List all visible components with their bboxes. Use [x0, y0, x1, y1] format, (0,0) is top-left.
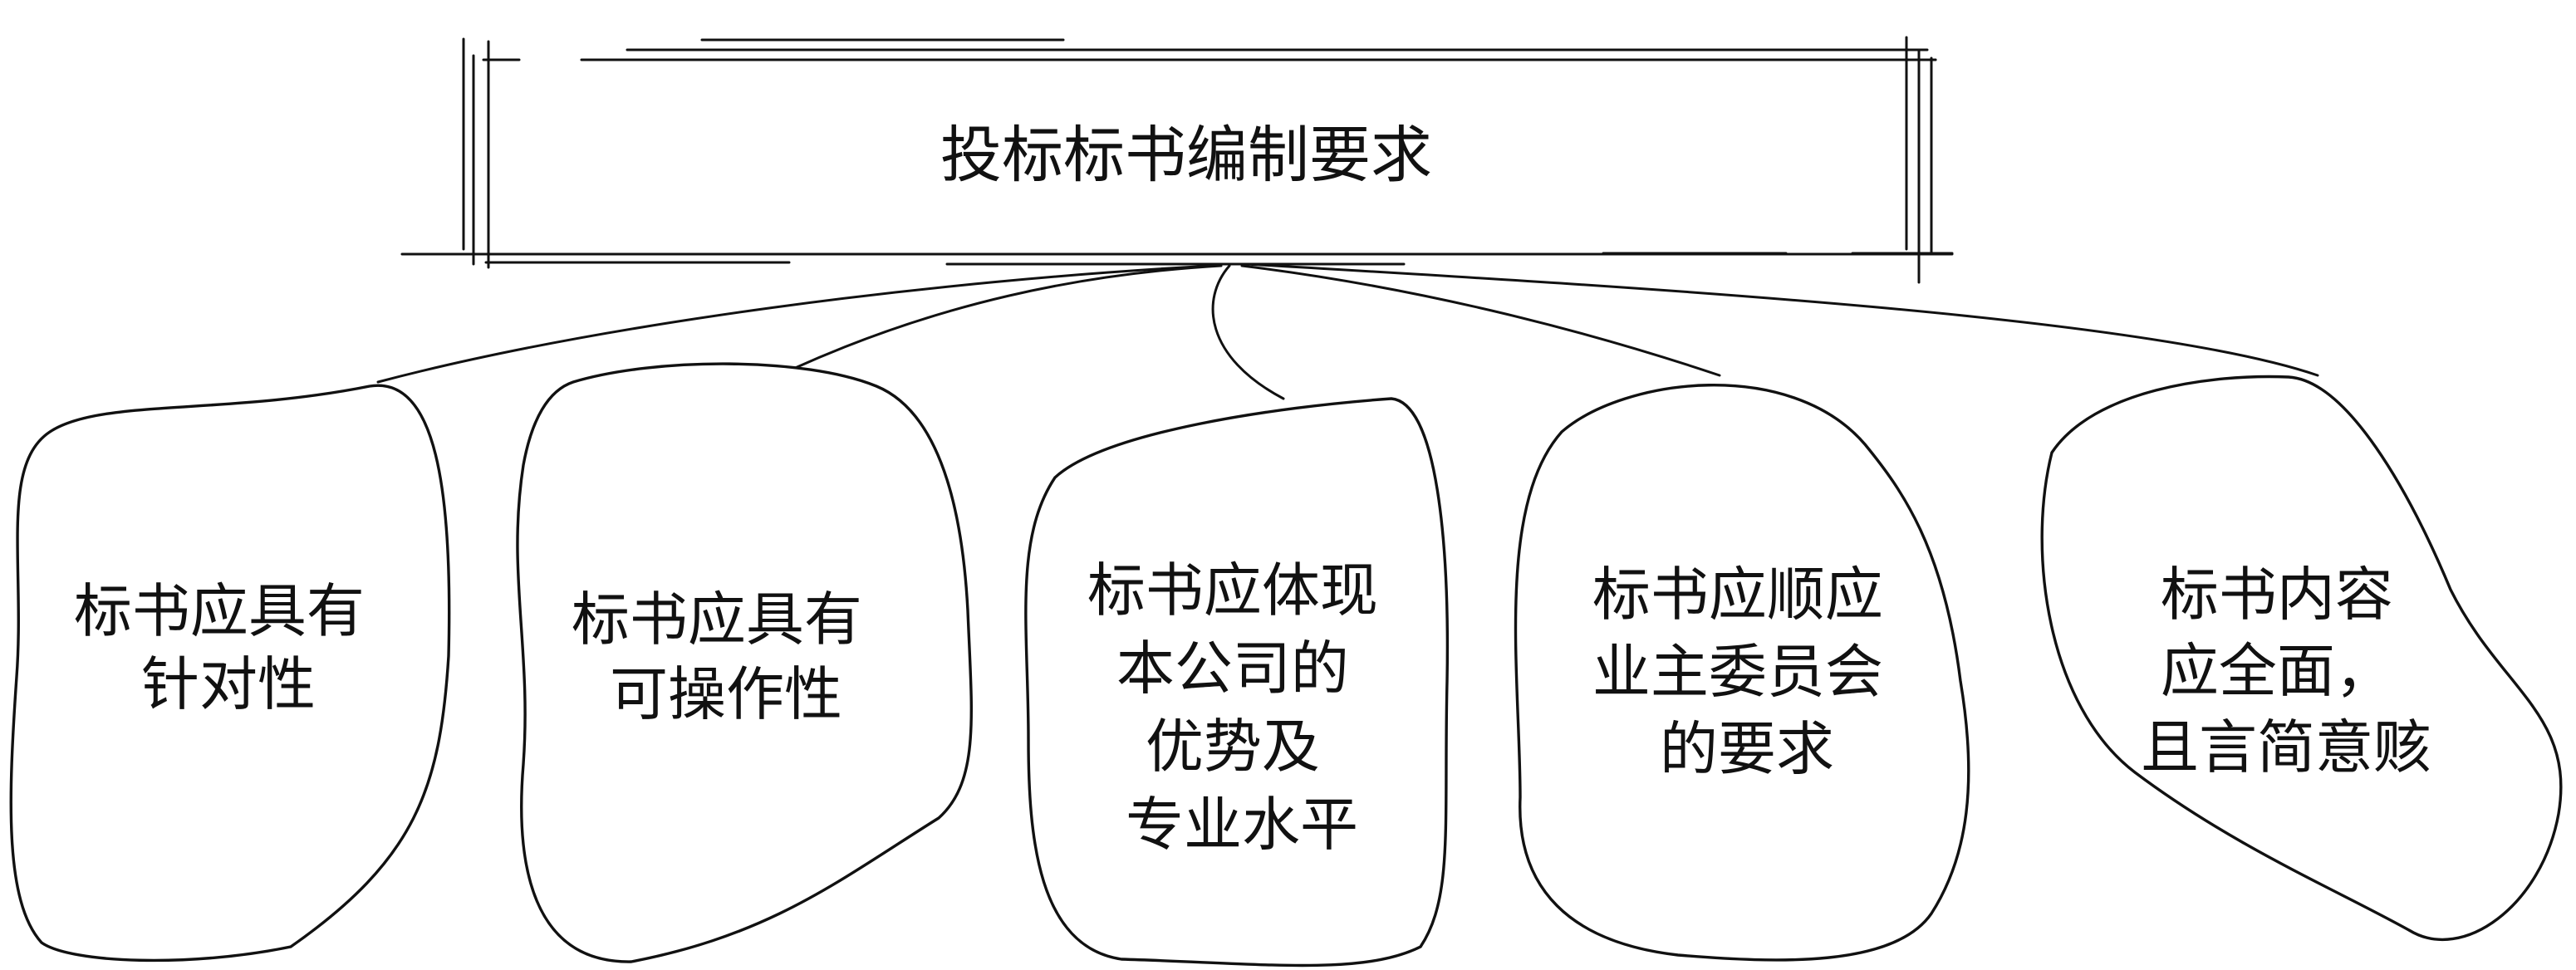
connector-line-operable — [792, 264, 1223, 370]
requirement-node-targeted-line-1: 标书应具有 — [74, 577, 365, 645]
requirement-node-operable-line-1: 标书应具有 — [572, 585, 862, 654]
requirement-node-targeted-text: 标书应具有 针对性 — [74, 577, 383, 718]
requirement-node-advantage-line-2: 本公司的 — [1116, 634, 1349, 703]
connector-line-content — [1244, 262, 2319, 377]
requirement-node-content-text: 标书内容 应全面， 且言简意赅 — [2141, 561, 2431, 781]
connector-line-targeted — [376, 264, 1214, 384]
requirement-node-operable-text: 标书应具有 可操作性 — [572, 585, 881, 728]
requirement-node-content-line-3: 且言简意赅 — [2141, 713, 2431, 781]
requirement-node-owner-committee-line-2: 业主委员会 — [1592, 638, 1883, 706]
requirement-node-content-line-1: 标书内容 — [2161, 561, 2393, 629]
requirement-node-owner-committee-line-3: 的要求 — [1660, 715, 1834, 783]
requirement-node-owner-committee-text: 标书应顺应 业主委员会 的要求 — [1592, 561, 1901, 783]
requirement-node-advantage-line-4: 专业水平 — [1126, 791, 1358, 859]
requirement-node-owner-committee — [1514, 384, 1970, 962]
requirement-node-advantage — [1024, 397, 1450, 968]
requirement-node-owner-committee-line-1: 标书应顺应 — [1592, 561, 1883, 629]
requirement-node-targeted — [9, 384, 451, 963]
requirement-node-content — [2040, 375, 2563, 941]
title-box — [400, 36, 1954, 284]
requirement-node-advantage-line-3: 优势及 — [1146, 713, 1320, 781]
connector-line-owner-committee — [1240, 264, 1721, 377]
requirement-node-operable-line-2: 可操作性 — [610, 660, 842, 728]
diagram-title: 投标标书编制要求 — [940, 120, 1432, 191]
connector-line-advantage — [1211, 264, 1285, 400]
requirement-node-targeted-line-2: 针对性 — [141, 650, 316, 718]
connector-lines — [376, 262, 2319, 400]
requirement-node-advantage-text: 标书应体现 本公司的 优势及 专业水平 — [1087, 556, 1396, 859]
requirement-node-advantage-line-1: 标书应体现 — [1087, 556, 1378, 625]
requirement-node-content-line-2: 应全面， — [2161, 637, 2393, 705]
requirement-node-operable — [516, 362, 974, 963]
